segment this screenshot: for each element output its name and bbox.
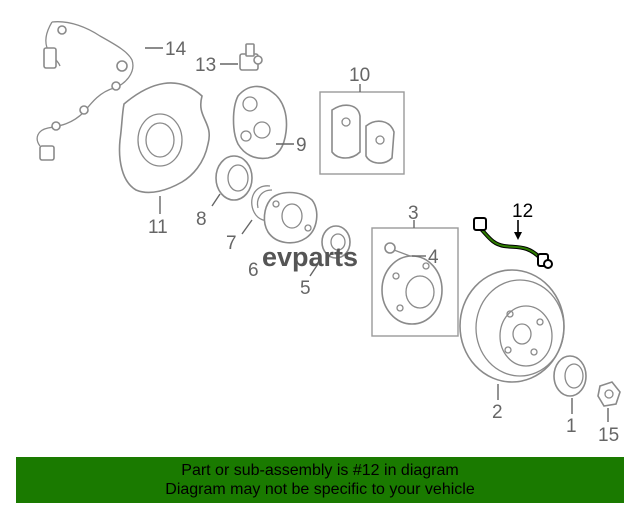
callout-1[interactable]: 1 [566, 416, 577, 437]
callout-5[interactable]: 5 [300, 278, 311, 299]
watermark-text: evparts [262, 242, 358, 272]
part-14-abs-sensor-wire[interactable] [36, 21, 134, 161]
callout-13[interactable]: 13 [195, 55, 216, 76]
callout-9[interactable]: 9 [296, 135, 307, 156]
part-13-abs-sensor[interactable] [239, 43, 263, 71]
leader-7 [241, 219, 253, 235]
callout-6[interactable]: 6 [248, 260, 259, 281]
part-2-brake-rotor[interactable] [459, 269, 565, 383]
callout-10[interactable]: 10 [349, 65, 370, 86]
callout-7[interactable]: 7 [226, 233, 237, 254]
callout-4[interactable]: 4 [428, 247, 439, 268]
callout-8[interactable]: 8 [196, 209, 207, 230]
info-banner: Part or sub-assembly is #12 in diagram D… [16, 457, 624, 503]
part-6-hub-assembly[interactable] [263, 191, 318, 244]
part-8-bearing[interactable] [215, 155, 253, 201]
part-10-brake-pad-kit[interactable] [319, 91, 405, 175]
part-1-grease-cap[interactable] [553, 355, 587, 397]
callout-2[interactable]: 2 [492, 402, 503, 423]
part-12-brake-hose[interactable] [473, 217, 553, 269]
banner-line-1: Part or sub-assembly is #12 in diagram [181, 462, 459, 479]
callout-11[interactable]: 11 [148, 217, 168, 238]
part-5-seal[interactable] [321, 225, 351, 259]
watermark-logo: evparts [262, 242, 358, 272]
part-15-hub-nut[interactable] [597, 381, 621, 407]
callout-14[interactable]: 14 [165, 39, 187, 60]
leader-12-arrowhead [514, 232, 522, 240]
callout-3[interactable]: 3 [408, 203, 419, 224]
part-11-dust-shield[interactable] [118, 82, 210, 194]
part-3-axle-hub[interactable] [371, 227, 459, 337]
banner-line-2: Diagram may not be specific to your vehi… [165, 481, 475, 498]
parts-diagram: 14 13 11 9 10 8 [36, 21, 621, 446]
callout-15[interactable]: 15 [598, 425, 619, 446]
part-9-steering-knuckle[interactable] [232, 85, 288, 160]
callout-12[interactable]: 12 [512, 201, 533, 222]
part-4-hub-bolt[interactable] [384, 242, 411, 257]
leader-5 [309, 263, 319, 277]
leader-8 [211, 193, 221, 207]
